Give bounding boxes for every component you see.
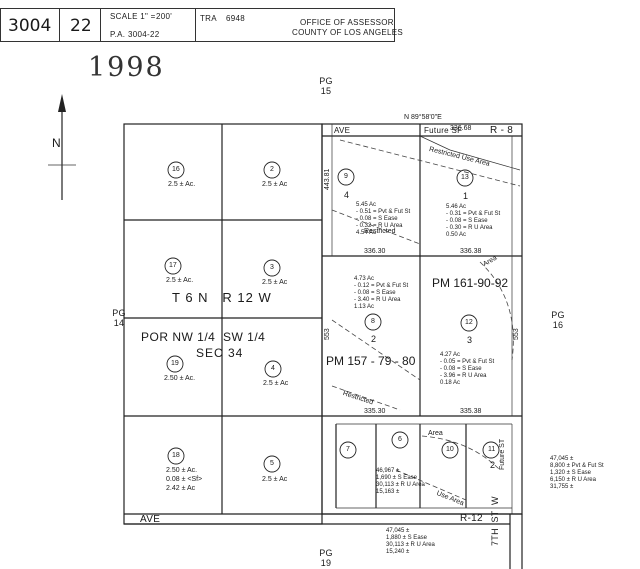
office-line-1: OFFICE OF ASSESSOR	[300, 18, 394, 27]
section-number: SEC 34	[196, 346, 244, 360]
pa-value: 3004-22	[128, 30, 160, 39]
parcel-map-161: PM 161-90-92	[432, 276, 509, 290]
parcel-12-sub: 3	[467, 335, 473, 345]
parcel-11-sub: 2	[490, 460, 496, 470]
north-arrow-icon	[48, 94, 76, 200]
parcel-10-num: 10	[446, 446, 454, 453]
parcel-5-num: 5	[270, 460, 274, 467]
pa-label: P.A.	[110, 30, 126, 39]
parcel-9-sub: 4	[344, 190, 350, 200]
north-label: N	[52, 136, 61, 150]
area-block-9: 5.45 Ac- 0.51 = Pvt & Fut St - 0.08 = S …	[356, 202, 411, 236]
street-future-top: Future SF	[424, 126, 463, 135]
parcel-8-sub: 2	[371, 334, 377, 344]
parcel-13-sub: 1	[463, 191, 469, 201]
area-block-13: 5.46 Ac- 0.31 = Pvt & Fut St - 0.08 = S …	[446, 204, 501, 238]
area-block-7: 46,967 ±1,690 ± S Ease 30,113 ± R U Area…	[376, 468, 425, 495]
parcel-16-num: 16	[172, 166, 180, 173]
parcel-9-num: 9	[344, 173, 348, 180]
parcel-17-num: 17	[169, 262, 177, 269]
parcel-18-net-area: 2.42 ± Ac	[166, 485, 196, 492]
parcel-16-area: 2.5 ± Ac.	[168, 181, 196, 188]
parcel-7-num: 7	[346, 446, 350, 453]
dim-low: 335.30	[364, 408, 386, 415]
street-bottom: AVE	[140, 514, 161, 525]
parcel-17-area: 2.5 ± Ac.	[166, 277, 194, 284]
area-block-12: 4.27 Ac- 0.05 = Pvt & Fut St - 0.08 = S …	[440, 352, 495, 386]
parcel-6-num: 6	[398, 436, 402, 443]
street-top-right: R - 8	[490, 125, 514, 136]
parcel-18-area: 2.50 ± Ac.	[166, 467, 198, 474]
parcel-2-area: 2.5 ± Ac	[262, 181, 288, 188]
parcel-map-157: PM 157 - 79 - 80	[326, 354, 416, 368]
parcel-19-area: 2.50 ± Ac.	[164, 375, 196, 382]
parcel-4-area: 2.5 ± Ac	[263, 380, 289, 387]
office-line-2: COUNTY OF LOS ANGELES	[292, 28, 404, 37]
header-office-box	[195, 8, 395, 42]
side-553: 553	[324, 328, 331, 340]
page-number: 22	[70, 16, 92, 36]
side-553b: 553	[513, 328, 520, 340]
left-section-boundary	[123, 123, 323, 525]
parcel-4-num: 4	[271, 365, 275, 372]
dim-top: 336.68	[450, 125, 472, 132]
tra-label: TRA	[200, 14, 217, 23]
scale-value: 200'	[156, 12, 173, 21]
tra-value: 6948	[226, 14, 245, 23]
street-top: AVE	[334, 126, 351, 135]
parcel-13-num: 13	[461, 174, 469, 181]
area-block-right: 47,045 ±8,800 ± Pvt & Fut St 1,320 ± S E…	[550, 456, 604, 490]
area-label-2: Area	[428, 430, 443, 437]
parcel-2-num: 2	[270, 166, 274, 173]
bearing: N 89°58'0"E	[404, 114, 442, 121]
side-443: 443.81	[324, 168, 331, 190]
parcel-12-num: 12	[465, 319, 473, 326]
dim-mid2: 336.38	[460, 248, 482, 255]
parcel-18-sub-area: 0.08 ± <Sf>	[166, 476, 203, 483]
parcel-9-note: Restricted	[364, 228, 396, 235]
parcel-18-num: 18	[172, 452, 180, 459]
scale-label: SCALE 1" =	[110, 12, 156, 21]
section-quarter: POR NW 1/4 SW 1/4	[141, 330, 266, 344]
dim-mid: 336.30	[364, 248, 386, 255]
parcel-11-num: 11	[488, 446, 496, 453]
parcel-19-num: 19	[171, 360, 179, 367]
street-7th-st-w: 7TH ST W	[490, 496, 500, 546]
area-block-bottom: 47,045 ±1,880 ± S Ease 30,113 ± R U Area…	[386, 528, 435, 555]
street-bottom-right: R-12	[460, 513, 483, 524]
area-block-8: 4.73 Ac- 0.12 = Pvt & Fut St - 0.08 = S …	[354, 276, 409, 310]
street-future-right: Future ST	[499, 438, 506, 470]
township-range: T 6 N R 12 W	[172, 290, 272, 305]
dim-low2: 335.38	[460, 408, 482, 415]
year-stamp: 1998	[88, 52, 165, 83]
parcel-3-num: 3	[270, 264, 274, 271]
book-number: 3004	[8, 16, 52, 36]
parcel-5-area: 2.5 ± Ac	[262, 476, 288, 483]
parcel-8-num: 8	[371, 318, 375, 325]
parcel-3-area: 2.5 ± Ac	[262, 279, 288, 286]
